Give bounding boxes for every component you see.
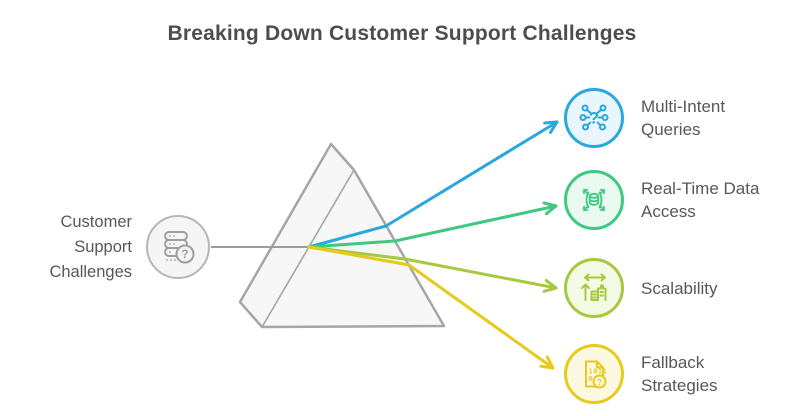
scalability-icon-circle	[564, 258, 624, 318]
server-question-icon: ?	[164, 231, 195, 264]
svg-text:1011: 1011	[589, 368, 608, 376]
output-row-fallback: 1011 01 ? Fallback Strategies	[564, 344, 766, 404]
output-label: Real-Time Data Access	[641, 179, 760, 221]
ray-scalability	[307, 245, 558, 293]
output-label: Scalability	[641, 278, 718, 298]
output-label: Fallback Strategies	[641, 353, 718, 395]
arrowhead-icon	[539, 355, 555, 370]
real-time-data-icon-circle	[564, 170, 624, 230]
output-row-multi-intent: ? Multi-Intent Queries	[564, 88, 766, 148]
prism-inner-face-line	[261, 169, 355, 328]
arrowhead-icon	[542, 279, 558, 293]
fallback-document-icon: 1011 01 ?	[585, 360, 608, 389]
svg-text:?: ?	[589, 109, 599, 128]
scalability-buildings-icon	[581, 273, 607, 301]
realtime-database-icon	[583, 189, 605, 211]
ray-multi-intent	[307, 120, 559, 249]
arrowhead-icon	[543, 120, 559, 134]
source-icon-circle: ?	[146, 215, 210, 279]
fallback-icon-circle: 1011 01 ?	[564, 344, 624, 404]
svg-text:?: ?	[597, 377, 602, 387]
ray-real-time-data	[307, 201, 558, 249]
source-label: Customer Support Challenges	[49, 213, 132, 281]
multi-intent-network-icon: ?	[579, 104, 609, 131]
svg-text:?: ?	[181, 249, 188, 261]
ray-fallback	[307, 245, 555, 370]
output-row-scalability: Scalability	[564, 258, 766, 318]
multi-intent-icon-circle: ?	[564, 88, 624, 148]
prism	[238, 142, 446, 329]
page-title: Breaking Down Customer Support Challenge…	[167, 22, 637, 45]
output-row-real-time-data: Real-Time Data Access	[564, 170, 766, 230]
arrowhead-icon	[542, 201, 558, 216]
output-label: Multi-Intent Queries	[641, 97, 726, 139]
